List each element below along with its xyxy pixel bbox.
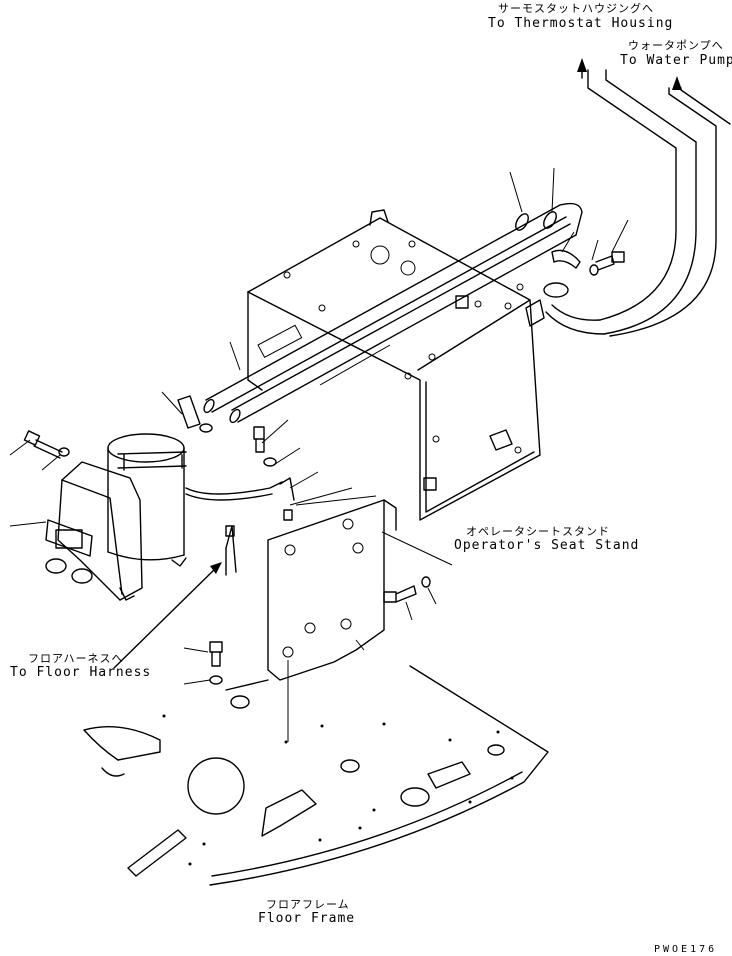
clamp-icon bbox=[543, 249, 581, 298]
bolt-icon bbox=[253, 426, 265, 453]
washer-icon bbox=[421, 576, 431, 588]
mounting-plate bbox=[225, 477, 397, 681]
heater-hoses bbox=[545, 69, 731, 337]
frame-label-en: Floor Frame bbox=[258, 911, 356, 926]
bolt-icon bbox=[23, 430, 63, 459]
seat-stand bbox=[247, 209, 545, 521]
drawing-code: PWOE176 bbox=[654, 944, 718, 955]
bolt-icon bbox=[595, 251, 625, 271]
leader-lines bbox=[9, 167, 629, 742]
thermostat-label-en: To Thermostat Housing bbox=[488, 16, 674, 31]
arrow-up-icon bbox=[672, 76, 682, 90]
arrow-up-icon bbox=[577, 58, 587, 79]
fasteners bbox=[23, 249, 625, 685]
washer-icon bbox=[209, 675, 223, 685]
floor-frame bbox=[83, 665, 549, 886]
seatstand-label-en: Operator's Seat Stand bbox=[454, 538, 640, 553]
thermostat-label-jp: サーモスタットハウジングへ bbox=[498, 2, 654, 15]
heater-pipes bbox=[203, 202, 583, 424]
frame-label-jp: フロアフレーム bbox=[266, 898, 350, 911]
heater-unit bbox=[45, 433, 187, 601]
washer-icon bbox=[589, 264, 599, 276]
bolt-icon bbox=[209, 641, 223, 667]
harness-label-jp: フロアハーネスへ bbox=[28, 652, 124, 665]
harness-label-en: To Floor Harness bbox=[10, 665, 152, 680]
washer-icon bbox=[58, 447, 70, 457]
heater-connector bbox=[177, 395, 283, 501]
washer-icon bbox=[263, 457, 277, 467]
waterpump-label-jp: ウォータポンプへ bbox=[628, 39, 724, 52]
waterpump-label-en: To Water Pump bbox=[620, 53, 732, 68]
bolt-icon bbox=[383, 585, 417, 603]
seatstand-label-jp: オペレータシートスタンド bbox=[466, 525, 610, 538]
